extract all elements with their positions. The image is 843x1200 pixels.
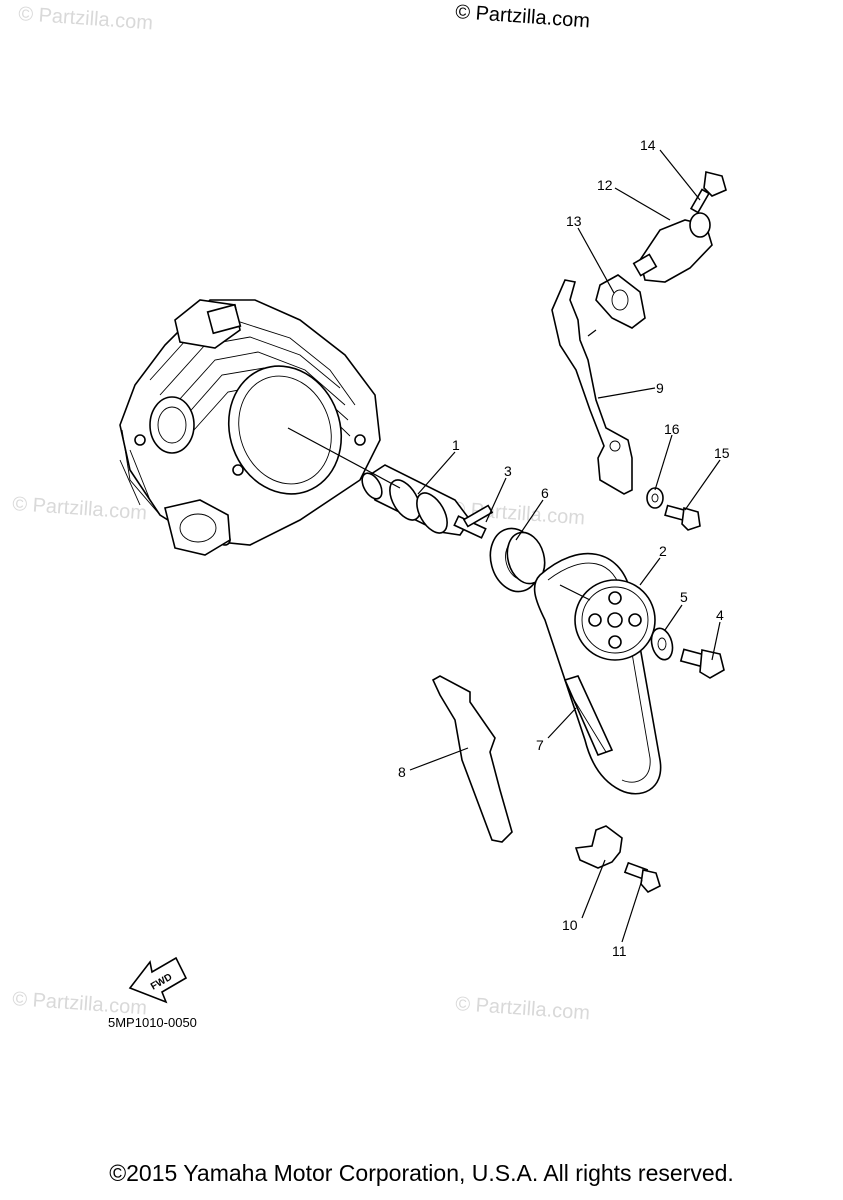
- diagram-code: 5MP1010-0050: [108, 1015, 197, 1030]
- bolt-drawing: [679, 648, 725, 679]
- gasket-drawing: [595, 274, 646, 329]
- callout-3: 3: [504, 463, 512, 479]
- callout-7: 7: [536, 737, 544, 753]
- callout-1: 1: [452, 437, 460, 453]
- cylinder-head-drawing: [119, 299, 381, 556]
- callout-2: 2: [659, 543, 667, 559]
- callout-5: 5: [680, 589, 688, 605]
- callout-14: 14: [640, 137, 656, 153]
- cam-chain-tensioner-drawing: [632, 212, 713, 283]
- washer-drawing: [650, 627, 674, 661]
- callout-13: 13: [566, 213, 582, 229]
- callout-11: 11: [612, 943, 627, 959]
- watermark-mid-left: © Partzilla.com: [12, 493, 148, 524]
- camshaft-drawing: [361, 464, 487, 539]
- cam-sprocket-drawing: [574, 579, 656, 661]
- tensioner-cap-bolt-drawing: [689, 171, 727, 214]
- callout-15: 15: [714, 445, 730, 461]
- tensioner-bolt-drawing: [664, 504, 701, 531]
- dowel-pin-drawing: [462, 504, 494, 528]
- watermark-top-center: © Partzilla.com: [455, 1, 591, 32]
- washer-small-drawing: [646, 487, 664, 509]
- chain-segment-drawing: [563, 675, 614, 757]
- callout-8: 8: [398, 764, 406, 780]
- tensioner-guide-drawing: [551, 279, 633, 495]
- bearing-drawing: [489, 527, 546, 593]
- forward-arrow-icon: FWD: [128, 956, 188, 1004]
- watermark-bottom-right: © Partzilla.com: [455, 993, 591, 1024]
- callout-12: 12: [597, 177, 613, 193]
- callout-9: 9: [656, 380, 664, 396]
- chain-guide-drawing: [431, 675, 513, 843]
- lower-guide-bracket-drawing: [574, 825, 623, 869]
- bracket-bolt-drawing: [623, 861, 661, 893]
- copyright-notice: ©2015 Yamaha Motor Corporation, U.S.A. A…: [109, 1160, 734, 1186]
- callout-6: 6: [541, 485, 549, 501]
- leader-lines: [287, 149, 721, 943]
- watermark-top-left: © Partzilla.com: [18, 3, 154, 34]
- callout-16: 16: [664, 421, 680, 437]
- callout-10: 10: [562, 917, 578, 933]
- callout-4: 4: [716, 607, 724, 623]
